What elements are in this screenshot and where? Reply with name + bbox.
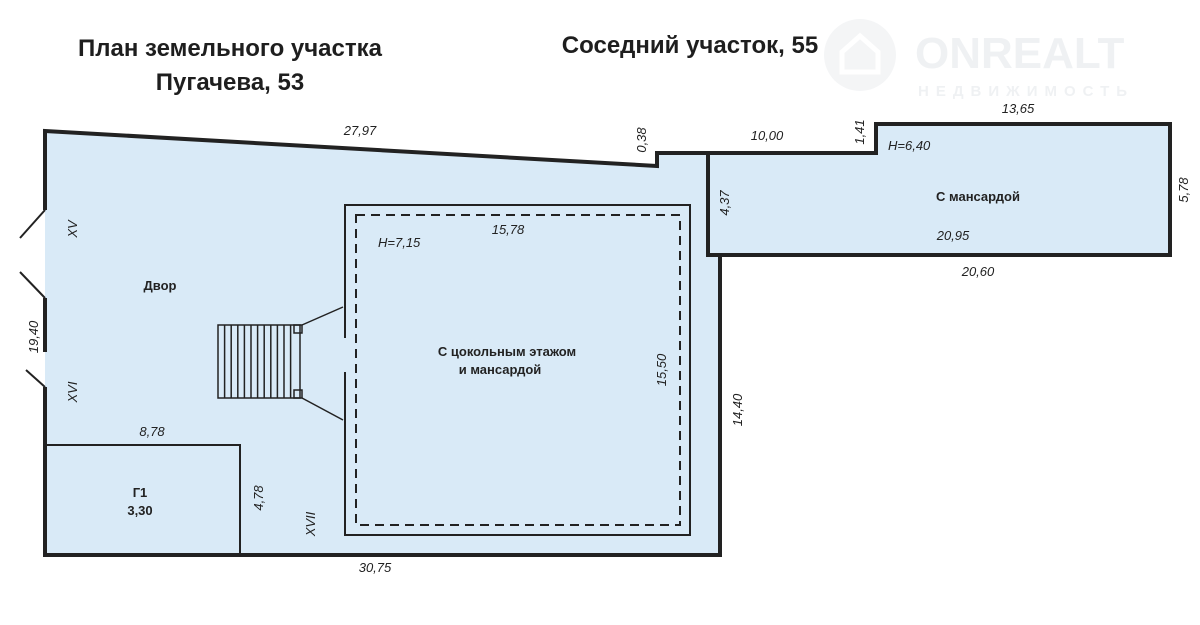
house-height: H=7,15 [378, 235, 421, 250]
dim-neighbor-bottom: 20,60 [961, 264, 995, 279]
dim-lot-right: 14,40 [730, 393, 745, 426]
garage-value: 3,30 [127, 503, 152, 518]
house-inner-dashed [355, 214, 681, 526]
garage-g1 [44, 444, 241, 556]
house-label-line2: и мансардой [459, 362, 542, 377]
plan-title-line2: Пугачева, 53 [155, 69, 305, 96]
garage-name: Г1 [133, 485, 148, 500]
stairs [217, 306, 344, 421]
dim-right-side: 5,78 [1176, 177, 1191, 203]
main-lot [45, 131, 720, 555]
neighbor-label: С мансардой [936, 189, 1020, 204]
yard-label: Двор [144, 278, 177, 293]
plan-title: План земельного участка Пугачева, 53 [30, 32, 430, 100]
dim-bottom: 30,75 [359, 560, 392, 575]
gate-xvi [25, 369, 46, 388]
plan-title-line1: План земельного участка [77, 35, 382, 62]
dim-house-depth: 15,50 [654, 353, 669, 386]
dim-garage-width: 8,78 [139, 424, 165, 439]
house-label-line1: С цокольным этажом [438, 344, 576, 359]
gate-xv [19, 209, 46, 299]
watermark-subtitle: НЕДВИЖИМОСТЬ [918, 83, 1134, 100]
neighbor-title: Соседний участок, 55 [561, 32, 819, 59]
dim-top-mid: 10,00 [751, 128, 784, 143]
dim-top-main: 27,97 [343, 123, 377, 138]
dim-top-right: 13,65 [1002, 101, 1035, 116]
marker-xvii: XVII [303, 511, 318, 537]
neighbor-height: H=6,40 [888, 138, 931, 153]
watermark-logo: ONREALT НЕДВИЖИМОСТЬ [824, 19, 1134, 100]
dim-step: 0,38 [634, 127, 649, 153]
dim-left-side: 19,40 [26, 320, 41, 353]
dim-garage-depth: 4,78 [251, 485, 266, 511]
dim-step2: 1,41 [852, 119, 867, 144]
dim-house-width: 15,78 [492, 222, 525, 237]
house-outline [344, 204, 691, 536]
dim-neighbor-left: 4,37 [717, 190, 732, 216]
marker-xv: XV [65, 219, 80, 239]
dim-neighbor-inner: 20,95 [936, 228, 970, 243]
marker-xvi: XVI [65, 381, 80, 403]
watermark-brand: ONREALT [915, 29, 1125, 78]
